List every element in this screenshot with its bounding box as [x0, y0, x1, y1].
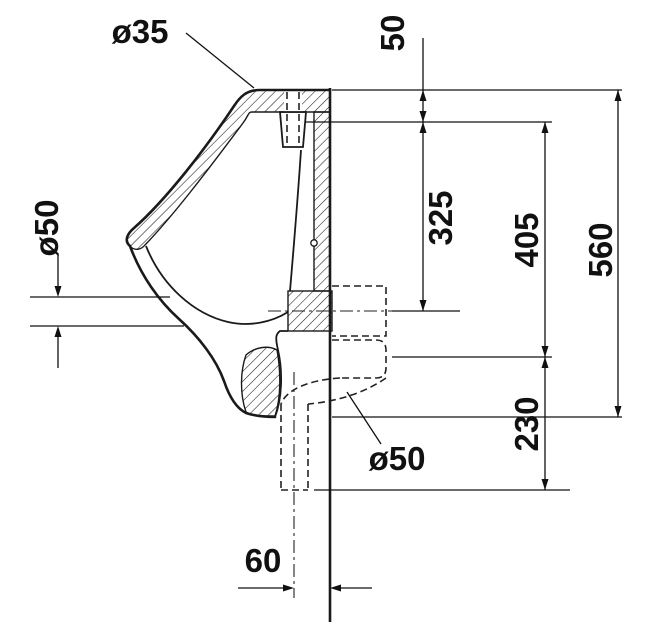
drain-elbow-outer-curve [307, 377, 387, 405]
drain-pipe-dashed [268, 285, 398, 598]
bowl-surface-line [145, 245, 289, 325]
dimension-arrows [419, 90, 622, 490]
foot-back-edge [274, 330, 288, 418]
dimension-lines [30, 32, 622, 592]
inlet-hole-cut [284, 90, 302, 112]
pipe-offset-dimension [238, 584, 372, 592]
dim-60-label: 60 [245, 542, 282, 579]
spreader-outline [279, 111, 307, 148]
drain-diameter-leader [346, 391, 382, 445]
dim-top-to-inlet-label: 50 [374, 15, 411, 52]
dim-inlet-diameter-label: ø35 [112, 13, 169, 50]
dim-405-label: 405 [508, 212, 545, 267]
bowl-back-line [289, 149, 302, 292]
back-wall-strip-section [313, 111, 331, 292]
outlet-spigot-section [287, 290, 333, 332]
dim-230-label: 230 [508, 396, 545, 451]
extension-lines [306, 89, 622, 491]
dim-560-label: 560 [582, 222, 619, 277]
foot-cross-section [240, 346, 281, 417]
inlet-spout [279, 90, 307, 148]
outlet-diameter-dimension [30, 255, 184, 368]
drain-elbow-body [332, 339, 387, 379]
dim-outlet-diameter-label: ø50 [28, 200, 65, 257]
bowl-interior-lines [145, 149, 318, 325]
dimension-labels: ø35 ø50 50 325 405 560 230 ø50 60 [28, 13, 619, 579]
urinal-cross-section [126, 90, 330, 417]
ceramic-silhouette-fill [126, 90, 330, 417]
ceramic-outline [125, 88, 332, 419]
inlet-diameter-leader [185, 32, 255, 89]
dim-325-label: 325 [422, 190, 459, 245]
drain-socket-outline [332, 285, 387, 337]
outer-profile [125, 88, 332, 419]
dim-drain-diameter-label: ø50 [369, 440, 426, 477]
fixing-hole [310, 239, 318, 247]
